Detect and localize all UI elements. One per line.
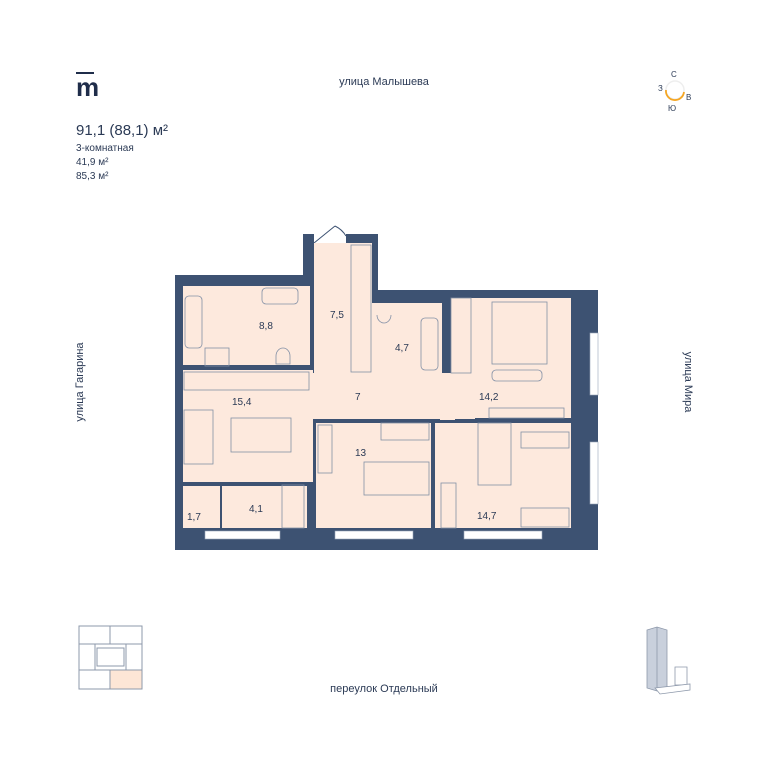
total-area: 91,1 (88,1) м² <box>76 122 169 139</box>
room-label: 13 <box>355 448 367 459</box>
desk-icon <box>520 507 570 528</box>
wardrobe-icon <box>450 297 472 374</box>
furniture <box>183 244 570 529</box>
compass-south: Ю <box>668 104 677 113</box>
logo: m <box>76 72 100 102</box>
building-section-map <box>78 625 143 690</box>
desk-icon <box>520 431 570 449</box>
section-cell <box>78 625 111 645</box>
room-storage <box>183 486 220 528</box>
area-no-balcony: 85,3 м² <box>76 171 109 182</box>
street-top: улица Малышева <box>339 76 429 88</box>
section-cell <box>125 643 143 671</box>
window <box>334 530 414 540</box>
section-cell-selected <box>109 669 143 690</box>
washing-machine-icon <box>204 347 230 367</box>
wardrobe-icon <box>350 244 372 373</box>
bunk-bed-icon <box>477 422 512 486</box>
room-label: 1,7 <box>187 512 201 523</box>
bed-icon <box>363 461 430 496</box>
room-bathroom-2 <box>370 303 442 375</box>
room-label: 7 <box>355 392 361 403</box>
compass: С В Ю З <box>655 70 695 113</box>
windows <box>204 332 599 540</box>
bathtub-icon <box>184 295 203 349</box>
compass-east: В <box>686 93 692 102</box>
sofa-icon <box>317 424 333 474</box>
wardrobe-icon <box>440 482 457 529</box>
room-hall-right <box>440 375 455 420</box>
bathtub-icon <box>420 317 439 371</box>
room-labels: 8,8 7,5 4,7 14,2 15,4 7 13 1,7 4,1 14,7 <box>187 310 499 523</box>
room-study <box>222 486 307 528</box>
section-cell <box>96 647 125 667</box>
room-label: 4,1 <box>249 504 263 515</box>
window <box>589 332 599 396</box>
street-bottom: переулок Отдельный <box>330 683 438 695</box>
toilet-icon <box>376 314 392 324</box>
room-label: 15,4 <box>232 397 252 408</box>
room-entry-hall <box>314 243 350 373</box>
room-label: 14,2 <box>479 392 499 403</box>
section-cell <box>78 643 96 671</box>
section-cell <box>109 625 143 645</box>
sofa-icon <box>183 409 214 465</box>
window <box>463 530 543 540</box>
window <box>589 441 599 505</box>
compass-ring-icon <box>665 80 685 101</box>
toilet-icon <box>275 347 291 365</box>
room-bedroom-3 <box>435 423 571 528</box>
room-kitchen-living <box>183 370 313 482</box>
double-bed-icon <box>491 301 548 365</box>
room-label: 4,7 <box>395 343 409 354</box>
desk-icon <box>281 484 305 529</box>
window <box>204 530 281 540</box>
dresser-icon <box>380 422 430 441</box>
compass-north: С <box>671 70 677 79</box>
room-closet <box>350 243 372 373</box>
logo-bar <box>76 72 94 74</box>
dining-table-icon <box>230 417 292 453</box>
compass-west: З <box>658 84 663 93</box>
room-label: 14,7 <box>477 511 497 522</box>
living-area: 41,9 м² <box>76 157 109 168</box>
room-bedroom-2 <box>316 423 431 528</box>
bench-icon <box>491 369 543 382</box>
section-cell <box>78 669 111 690</box>
sink-icon <box>261 287 299 305</box>
kitchen-counter <box>183 371 310 391</box>
building-3d-icon <box>646 626 691 695</box>
room-label: 7,5 <box>330 310 344 321</box>
rooms-type: 3-комнатная <box>76 143 134 154</box>
room-label: 8,8 <box>259 321 273 332</box>
entry-door-icon <box>313 225 347 244</box>
desk-icon <box>488 407 565 419</box>
